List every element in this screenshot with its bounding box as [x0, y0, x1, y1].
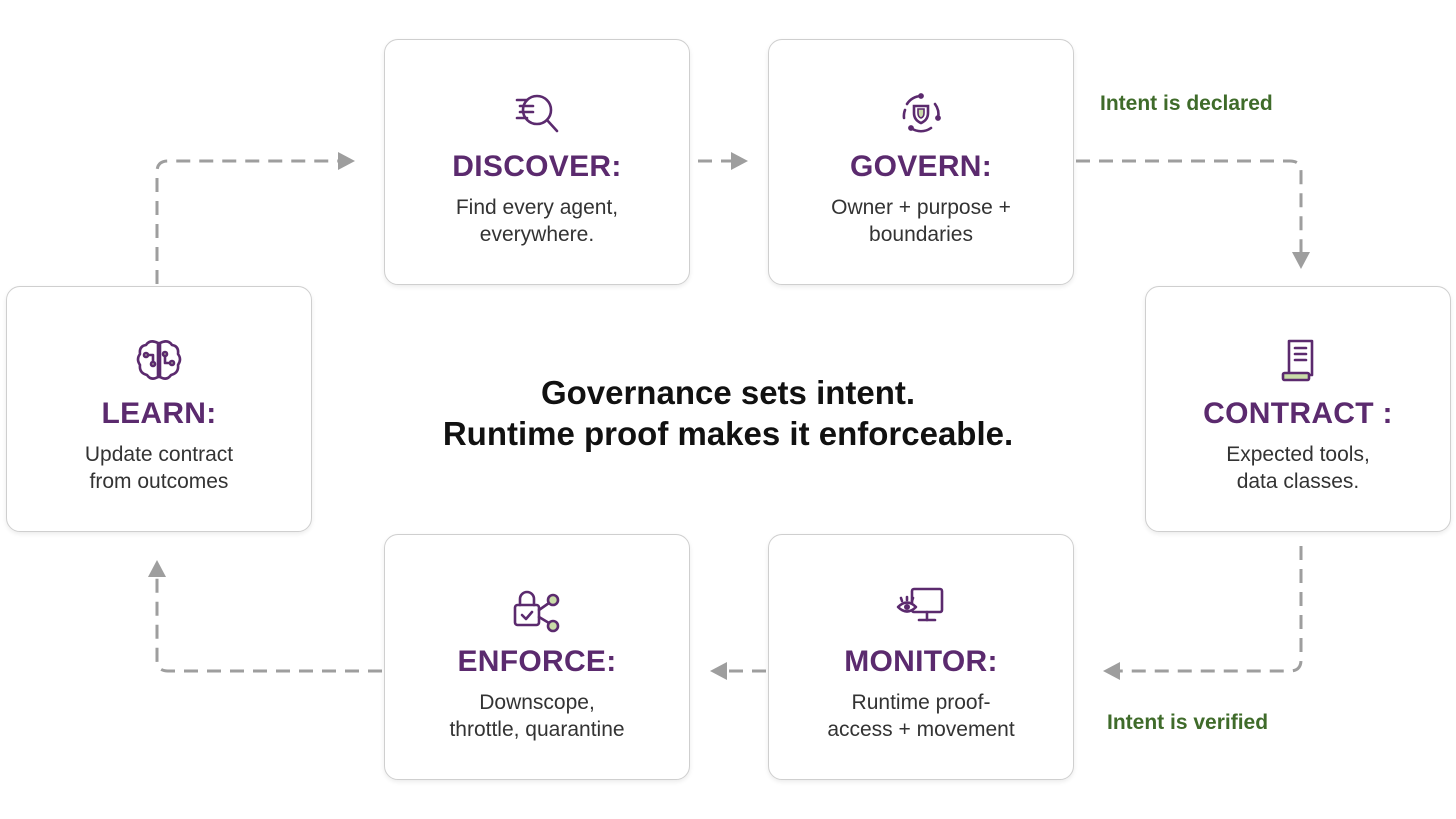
shield-cycle-icon	[895, 88, 947, 140]
step-description-line: access + movement	[827, 718, 1015, 741]
step-description: Update contract from outcomes	[27, 441, 291, 495]
step-description-line: Update contract	[84, 443, 234, 466]
step-description: Owner + purpose + boundaries	[789, 194, 1053, 248]
center-headline: Governance sets intent. Runtime proof ma…	[388, 372, 1068, 454]
step-description: Runtime proof- access + movement	[789, 689, 1053, 743]
step-description-line: everywhere.	[479, 223, 595, 246]
magnifier-lines-icon	[511, 88, 563, 140]
step-description-line: Find every agent,	[455, 196, 619, 219]
step-description: Downscope, throttle, quarantine	[405, 689, 669, 743]
arrowhead-enforce	[710, 662, 727, 680]
step-card-enforce: ENFORCE: Downscope, throttle, quarantine	[384, 534, 690, 780]
step-card-learn: LEARN: Update contract from outcomes	[6, 286, 312, 532]
arrowhead-contract	[1292, 252, 1310, 269]
step-description: Find every agent, everywhere.	[405, 194, 669, 248]
step-description-line: data classes.	[1236, 470, 1360, 493]
arrowhead-monitor	[1103, 662, 1120, 680]
step-title: CONTRACT :	[1203, 397, 1393, 430]
center-headline-line: Governance sets intent.	[540, 374, 916, 411]
eye-monitor-icon	[895, 583, 947, 635]
step-title: DISCOVER:	[452, 150, 622, 183]
step-card-discover: DISCOVER: Find every agent, everywhere.	[384, 39, 690, 285]
arrowhead-discover	[338, 152, 355, 170]
step-title: LEARN:	[101, 397, 217, 430]
arrow-learn-to-discover	[155, 159, 338, 284]
step-description-line: Expected tools,	[1226, 443, 1370, 466]
note-intent-declared: Intent is declared	[1100, 92, 1273, 115]
step-description: Expected tools, data classes.	[1166, 441, 1430, 495]
step-title: GOVERN:	[849, 150, 993, 183]
step-card-monitor: MONITOR: Runtime proof- access + movemen…	[768, 534, 1074, 780]
center-headline-line: Runtime proof makes it enforceable.	[442, 415, 1014, 452]
step-card-govern: GOVERN: Owner + purpose + boundaries	[768, 39, 1074, 285]
step-description-line: throttle, quarantine	[449, 718, 625, 741]
step-card-contract: CONTRACT : Expected tools, data classes.	[1145, 286, 1451, 532]
step-description-line: Downscope,	[479, 691, 595, 714]
step-title: MONITOR:	[844, 645, 998, 678]
step-description-line: Owner + purpose +	[831, 196, 1011, 219]
arrow-govern-to-contract	[1076, 159, 1303, 252]
lock-nodes-icon	[511, 583, 563, 635]
step-description-line: from outcomes	[89, 470, 229, 493]
step-description-line: boundaries	[869, 223, 973, 246]
arrowhead-learn	[148, 560, 166, 577]
step-title: ENFORCE:	[457, 645, 617, 678]
arrow-enforce-to-learn	[155, 578, 382, 673]
document-receipt-icon	[1272, 335, 1324, 387]
note-intent-verified: Intent is verified	[1107, 711, 1269, 734]
arrowhead-govern	[731, 152, 748, 170]
brain-circuit-icon	[133, 335, 185, 387]
arrow-contract-to-monitor	[1120, 546, 1303, 673]
step-description-line: Runtime proof-	[851, 691, 991, 714]
